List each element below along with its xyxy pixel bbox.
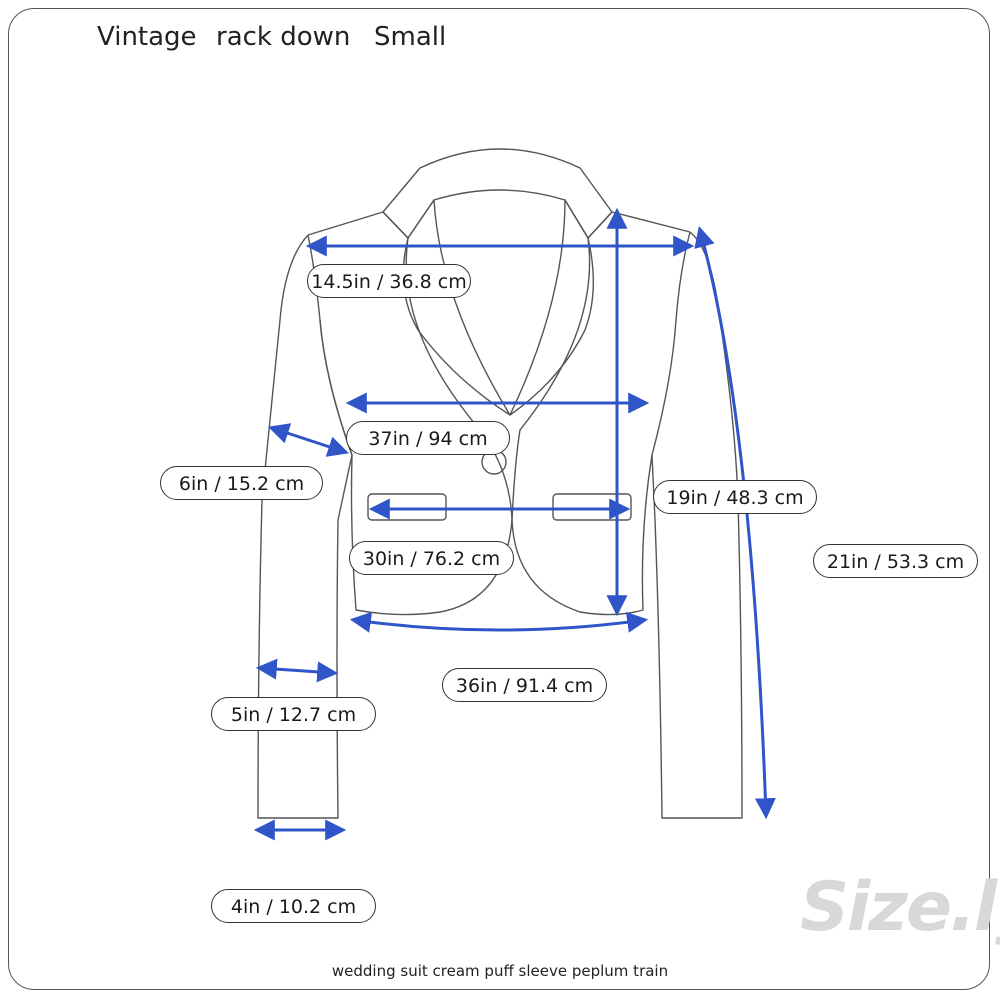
brand-label: Vintage xyxy=(97,22,197,52)
hem-arrow xyxy=(349,611,649,633)
right-lapel xyxy=(509,199,594,416)
size-label: Small xyxy=(374,22,447,52)
body-right xyxy=(511,211,691,616)
shoulders-label: 14.5in / 36.8 cm xyxy=(307,264,471,298)
sleeve-length-arrow xyxy=(694,225,776,820)
bicep-label: 6in / 15.2 cm xyxy=(160,466,323,500)
caption: wedding suit cream puff sleeve peplum tr… xyxy=(331,962,669,980)
waist-label: 30in / 76.2 cm xyxy=(349,541,514,575)
left-sleeve xyxy=(257,234,353,819)
back-length-label: 19in / 48.3 cm xyxy=(653,480,817,514)
sizely-logo: Size.ly xyxy=(800,868,1000,947)
cuff-label: 4in / 10.2 cm xyxy=(211,889,376,923)
right-sleeve xyxy=(651,231,743,819)
measurement-arrows xyxy=(253,207,776,841)
sleeve-length-label: 21in / 53.3 cm xyxy=(813,544,978,578)
bicep-arrow xyxy=(268,423,349,457)
forearm-arrow xyxy=(255,658,339,683)
forearm-label: 5in / 12.7 cm xyxy=(211,697,376,731)
left-lapel xyxy=(402,199,511,416)
hem-label: 36in / 91.4 cm xyxy=(442,668,607,702)
chest-label: 37in / 94 cm xyxy=(346,421,510,455)
left-pocket xyxy=(367,493,447,521)
style-label: rack down xyxy=(216,22,351,52)
right-pocket xyxy=(552,493,632,521)
